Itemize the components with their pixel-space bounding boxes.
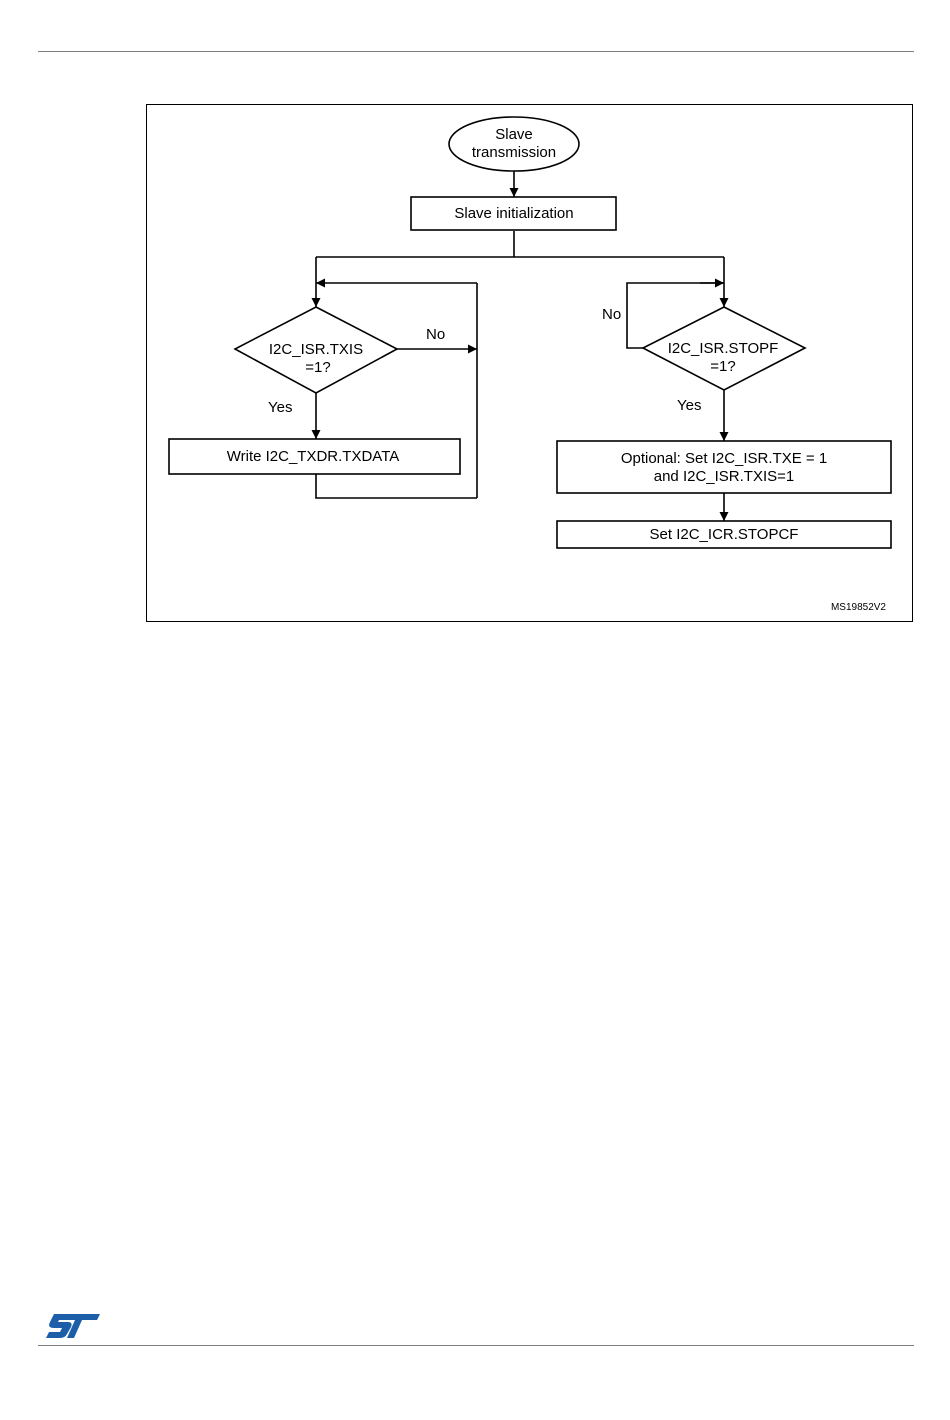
right-no-label: No bbox=[602, 306, 621, 323]
left-action-label: Write I2C_TXDR.TXDATA bbox=[227, 448, 400, 465]
right-action-line2: and I2C_ISR.TXIS=1 bbox=[654, 468, 795, 485]
st-logo-icon bbox=[44, 1310, 102, 1342]
left-decision-line1: I2C_ISR.TXIS bbox=[269, 341, 363, 358]
left-yes-label: Yes bbox=[268, 399, 292, 416]
right-final-label: Set I2C_ICR.STOPCF bbox=[650, 526, 799, 543]
left-decision-line2: =1? bbox=[305, 359, 330, 376]
init-label: Slave initialization bbox=[454, 205, 573, 222]
right-action-box bbox=[557, 441, 891, 493]
start-label-line2: transmission bbox=[472, 144, 556, 161]
right-action-line1: Optional: Set I2C_ISR.TXE = 1 bbox=[621, 450, 827, 467]
left-no-label: No bbox=[426, 326, 445, 343]
figure-code: MS19852V2 bbox=[831, 602, 886, 613]
right-decision-line2: =1? bbox=[710, 358, 735, 375]
connector-left-loop-bottom bbox=[316, 474, 477, 498]
start-label-line1: Slave bbox=[495, 126, 533, 143]
footer-rule bbox=[38, 1345, 914, 1346]
right-decision-line1: I2C_ISR.STOPF bbox=[668, 340, 779, 357]
right-yes-label: Yes bbox=[677, 397, 701, 414]
